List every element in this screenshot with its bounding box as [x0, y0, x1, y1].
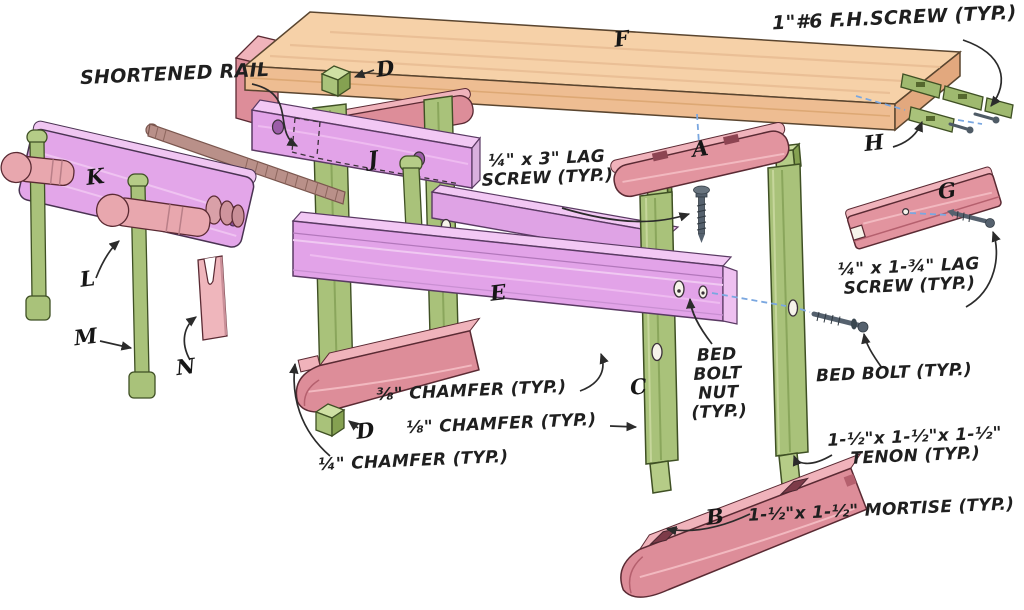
foot-B: [620, 452, 868, 598]
stretcher-E: [291, 211, 738, 325]
leader-lag-134: [965, 230, 1001, 308]
leader-chamfer-38: [579, 352, 609, 392]
part-label-D-bottom: D: [354, 416, 376, 445]
leader-arrows: [95, 39, 1003, 536]
part-label-H: H: [862, 128, 886, 157]
fork-piece-N: [197, 255, 228, 341]
part-label-G: G: [936, 177, 958, 204]
leader-D-bottom: [348, 420, 360, 431]
lag-screw-3in: [693, 185, 710, 243]
square-plug-D-bottom: [314, 403, 346, 438]
cap-A: [610, 121, 790, 198]
part-label-B: B: [704, 503, 726, 530]
lag-screw-134: [947, 209, 995, 228]
alignment-dash-bedbolt: [711, 292, 811, 313]
annotation-lag-screw-134: ¼" x 1-¾" LAG SCREW (TYP.): [837, 253, 981, 299]
leader-L: [95, 240, 120, 279]
part-label-M: M: [72, 322, 99, 351]
leader-bed-bolt-nut: [685, 297, 713, 345]
part-label-F: F: [612, 25, 631, 52]
vise-handle-L2: [95, 193, 211, 237]
alignment-dash-G: [909, 212, 949, 216]
vise-handle-L1: [0, 151, 75, 187]
leader-fh-screw: [962, 39, 1003, 107]
part-label-K: K: [84, 162, 106, 191]
leader-chamfer-18: [609, 421, 638, 432]
part-label-D-top: D: [374, 54, 396, 83]
leader-chamfer-14: [289, 362, 331, 457]
rail-G: [845, 166, 1002, 250]
annotation-lag-screw-3in: ¼" x 3" LAG SCREW (TYP.): [481, 146, 614, 191]
square-plug-D-top: [320, 65, 352, 98]
bed-bolt: [811, 311, 869, 333]
leader-H: [892, 120, 923, 148]
annotation-tenon: 1-½"x 1-½"x 1-½" TENON (TYP.): [826, 423, 1003, 469]
leader-shortened-rail: [251, 83, 299, 147]
alignment-dash-capA: [696, 113, 700, 145]
part-label-E: E: [488, 279, 508, 306]
part-label-C: C: [628, 373, 649, 400]
left-trestle-foot: [295, 317, 481, 413]
leader-mortise: [665, 513, 751, 536]
annotation-bed-bolt-nut: BED BOLT NUT (TYP.): [690, 344, 748, 424]
leader-tenon: [792, 454, 833, 467]
part-label-A: A: [690, 135, 710, 162]
leg-right-rear: [767, 142, 809, 486]
vise-hub: [205, 195, 245, 228]
leader-D-top: [353, 69, 375, 79]
vise-screw-rod: [145, 123, 346, 205]
leader-N: [183, 316, 197, 361]
leader-M: [99, 340, 133, 351]
bench-dog-M2: [127, 173, 156, 399]
cleat-screws: [948, 112, 995, 131]
part-label-L: L: [78, 265, 97, 292]
leader-bed-bolt: [861, 332, 883, 369]
part-label-N: N: [174, 352, 197, 381]
leader-lag-3in: [561, 207, 691, 223]
